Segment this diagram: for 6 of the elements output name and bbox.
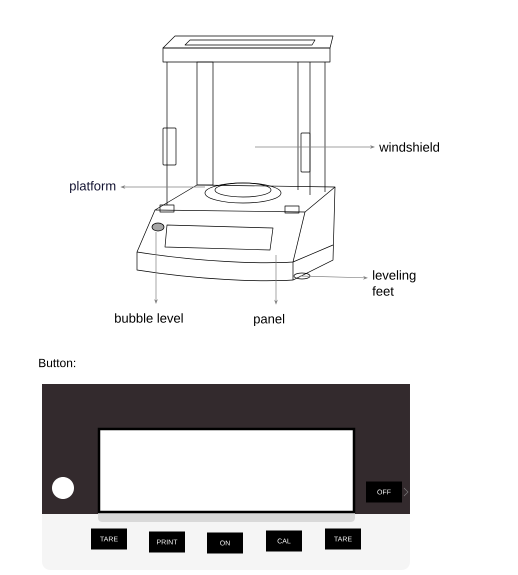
section-heading: Button: [39, 358, 76, 368]
part-label: bubble level [115, 313, 183, 323]
part-label: windshield [379, 142, 440, 152]
part-label: platform [70, 180, 116, 194]
part-label: panel [254, 314, 284, 326]
part-label: leveling feet [372, 270, 416, 296]
